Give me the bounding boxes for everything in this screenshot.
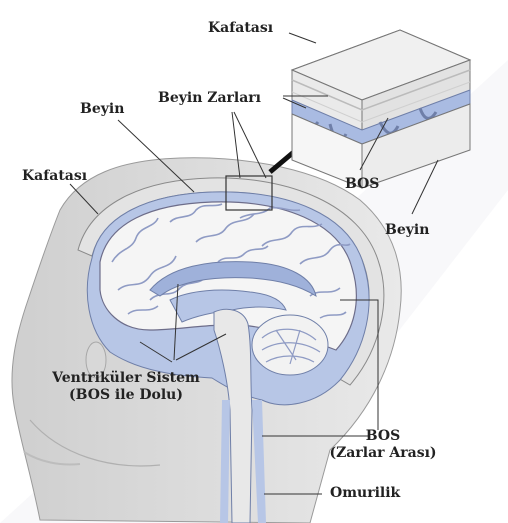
- label-skull-top: Kafatası: [208, 20, 273, 37]
- cerebellum: [252, 315, 328, 375]
- label-csf-meninges-line2: (Zarlar Arası): [318, 445, 448, 462]
- label-skull-left: Kafatası: [22, 168, 87, 185]
- label-spinal-cord: Omurilik: [330, 485, 400, 502]
- label-meninges: Beyin Zarları: [158, 90, 261, 107]
- label-ventricular-line2: (BOS ile Dolu): [33, 387, 219, 404]
- label-csf-meninges-line1: BOS: [318, 428, 448, 445]
- label-brain-inset: Beyin: [385, 222, 429, 239]
- label-ventricular-line1: Ventriküler Sistem: [33, 370, 219, 387]
- label-csf-meninges: BOS (Zarlar Arası): [318, 428, 448, 462]
- label-csf-inset: BOS: [345, 176, 379, 193]
- label-ventricular-system: Ventriküler Sistem (BOS ile Dolu): [33, 370, 219, 404]
- label-brain-left: Beyin: [80, 101, 124, 118]
